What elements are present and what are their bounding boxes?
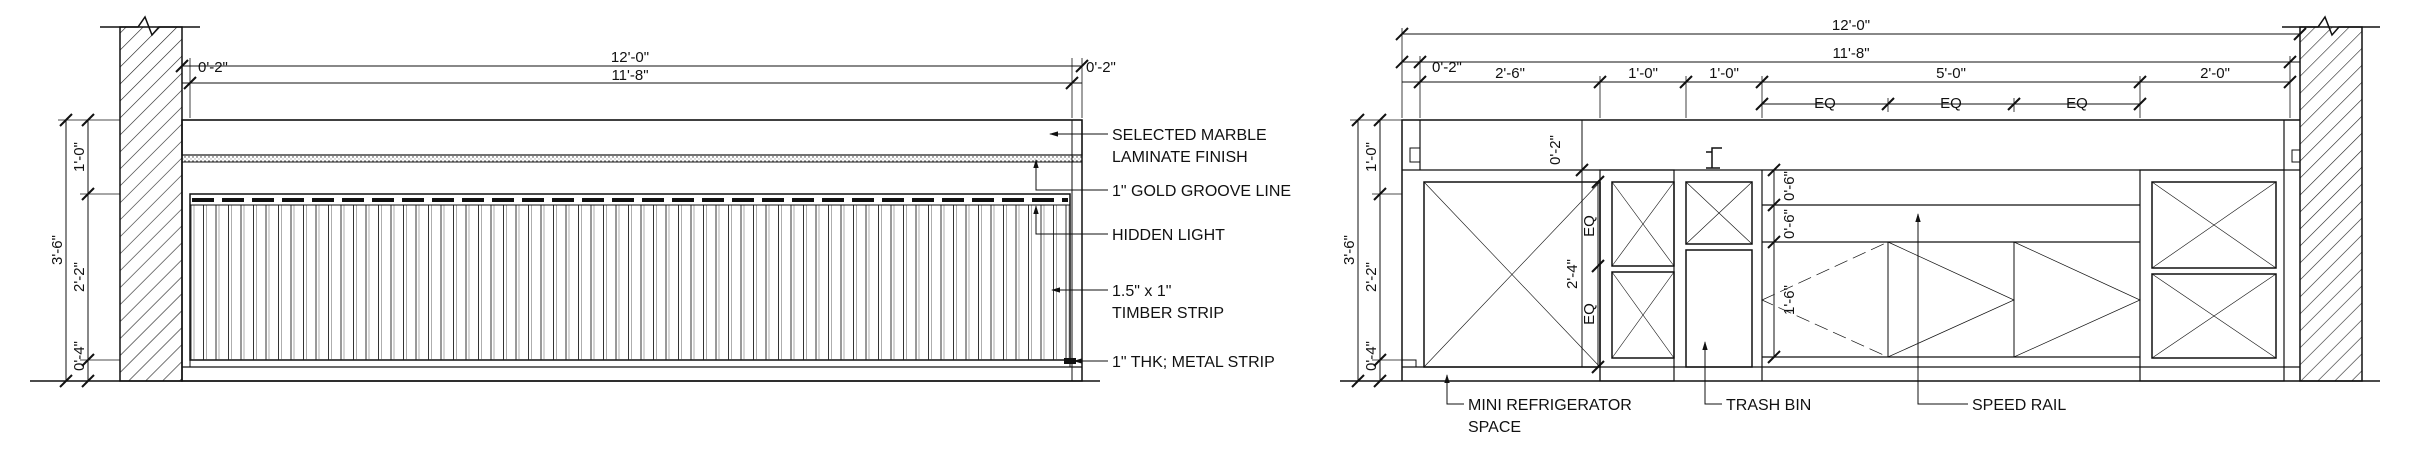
dim-r-seg-rail: 5'-0"	[1936, 65, 1966, 82]
break-line	[100, 15, 200, 37]
dim-left-offset: 0'-2"	[198, 59, 228, 76]
dim-r-cab-eq-bottom: EQ	[1581, 303, 1598, 325]
dim-r-overall-width: 12'-0"	[1832, 17, 1870, 34]
dim-r-counter-gap: 0'-2"	[1547, 135, 1564, 165]
marble-laminate-band	[181, 119, 1083, 156]
note-fridge-2: SPACE	[1468, 419, 1521, 436]
note-timber-2: TIMBER STRIP	[1112, 305, 1224, 322]
speed-rail	[1761, 204, 2141, 358]
metal-strip	[189, 359, 1071, 368]
note-timber-1: 1.5" x 1"	[1112, 283, 1171, 300]
break-line-right	[2282, 15, 2380, 37]
note-trash-bin: TRASH BIN	[1726, 397, 1811, 414]
right-vertical-dimensions: 3'-6" 1'-0" 2'-2" 0'-4"	[1341, 113, 1402, 388]
gold-groove-line	[181, 154, 1083, 163]
dim-r-rail-height: 1'-6"	[1781, 285, 1798, 315]
dim-r-eq3: EQ	[2066, 95, 2088, 112]
dim-r-seg-end: 2'-0"	[2200, 65, 2230, 82]
right-top-dimensions: 12'-0" 11'-8" 0'-2" 2'-6" 1'-0" 1'-0" 5'…	[1395, 17, 2307, 118]
left-annotations: SELECTED MARBLE LAMINATE FINISH 1" GOLD …	[1033, 127, 1291, 371]
dim-r-top-height: 1'-0"	[1363, 142, 1380, 172]
note-marble-2: LAMINATE FINISH	[1112, 149, 1248, 166]
dim-r-cab-eq-top: EQ	[1581, 215, 1598, 237]
left-vertical-dimensions: 3'-6" 1'-0" 2'-2" 0'-4"	[49, 113, 120, 388]
dim-r-rail-top-2: 0'-6"	[1781, 209, 1798, 239]
dim-inner-width: 11'-8"	[611, 67, 648, 84]
left-elevation: 12'-0" 11'-8" 0'-2" 0'-2" 3'-6" 1'-0" 2'…	[30, 15, 1291, 388]
dim-r-cab-height: 2'-4"	[1564, 259, 1581, 289]
right-elevation: 12'-0" 11'-8" 0'-2" 2'-6" 1'-0" 1'-0" 5'…	[1340, 15, 2380, 436]
counter-front	[181, 119, 1083, 382]
wall-column-right	[2282, 15, 2380, 382]
storage-cabinets	[1599, 169, 1675, 382]
dim-r-mid-height: 2'-2"	[1363, 262, 1380, 292]
right-internal-dimensions: 0'-2" 2'-4" EQ EQ 0'-6" 0'-6" 1'-6"	[1547, 120, 1798, 374]
dim-r-base-height: 0'-4"	[1363, 341, 1380, 371]
trash-bin-bay	[1685, 147, 1763, 381]
timber-strips	[189, 204, 1071, 361]
dim-base-height: 0'-4"	[71, 341, 88, 371]
dim-r-eq2: EQ	[1940, 95, 1962, 112]
dim-r-seg-fridge: 2'-6"	[1495, 65, 1525, 82]
dim-r-total-height: 3'-6"	[1341, 235, 1358, 265]
note-hidden-light: HIDDEN LIGHT	[1112, 227, 1225, 244]
dim-r-eq1: EQ	[1814, 95, 1836, 112]
note-gold-groove: 1" GOLD GROOVE LINE	[1112, 183, 1291, 200]
dim-r-seg-b: 1'-0"	[1709, 65, 1739, 82]
dim-top-height: 1'-0"	[71, 142, 88, 172]
note-fridge-1: MINI REFRIGERATOR	[1468, 397, 1632, 414]
note-marble-1: SELECTED MARBLE	[1112, 127, 1267, 144]
dim-r-rail-top-1: 0'-6"	[1781, 171, 1798, 201]
left-top-dimensions: 12'-0" 11'-8" 0'-2" 0'-2"	[175, 49, 1116, 118]
faucet	[1706, 147, 1722, 169]
right-annotations: MINI REFRIGERATOR SPACE TRASH BIN SPEED …	[1444, 213, 2066, 436]
dim-r-left-offset: 0'-2"	[1432, 59, 1462, 76]
end-cabinets	[2139, 169, 2285, 382]
dim-mid-height: 2'-2"	[71, 262, 88, 292]
wall-column	[100, 15, 200, 382]
dim-r-seg-a: 1'-0"	[1628, 65, 1658, 82]
dim-r-inner-width: 11'-8"	[1832, 45, 1869, 62]
note-metal-strip: 1" THK; METAL STRIP	[1112, 354, 1275, 371]
dim-overall-width: 12'-0"	[611, 49, 649, 66]
dim-right-offset: 0'-2"	[1086, 59, 1116, 76]
dim-total-height: 3'-6"	[49, 235, 66, 265]
bar-counter-back	[1401, 119, 2301, 382]
note-speed-rail: SPEED RAIL	[1972, 397, 2066, 414]
